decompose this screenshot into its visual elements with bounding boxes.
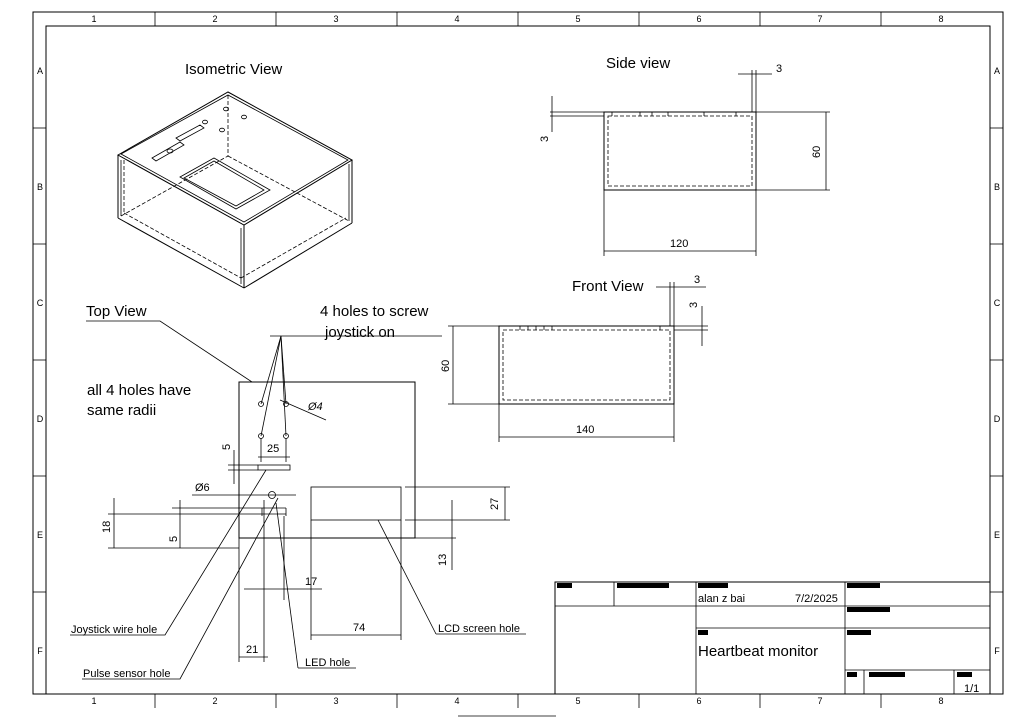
note-radii-line2: same radii bbox=[87, 402, 156, 419]
titleblock-date: 7/2/2025 bbox=[795, 593, 838, 605]
front-dim-60: 60 bbox=[440, 360, 452, 372]
grid-col-7: 7 bbox=[817, 696, 822, 706]
side-dim-120: 120 bbox=[670, 238, 688, 250]
note-radii-line1: all 4 holes have bbox=[87, 382, 191, 399]
callout-leaders bbox=[70, 469, 526, 680]
grid-ticks bbox=[33, 12, 1003, 717]
grid-col-4: 4 bbox=[454, 696, 459, 706]
title-block bbox=[554, 581, 991, 695]
grid-col-3: 3 bbox=[333, 14, 338, 24]
grid-col-3: 3 bbox=[333, 696, 338, 706]
grid-row-d: D bbox=[37, 414, 44, 424]
grid-col-8: 8 bbox=[938, 696, 943, 706]
grid-row-labels-right: A B C D E F bbox=[994, 66, 1001, 656]
front-view-title: Front View bbox=[572, 278, 644, 295]
side-dim-3-top: 3 bbox=[776, 63, 782, 75]
top-view: Ø4 25 5 Ø6 18 5 27 bbox=[86, 320, 510, 662]
grid-col-1: 1 bbox=[91, 696, 96, 706]
top-dim-5-pulse: 5 bbox=[168, 536, 180, 542]
note-screw-line2: joystick on bbox=[324, 324, 395, 341]
grid-row-f: F bbox=[994, 646, 1000, 656]
isometric-view-title: Isometric View bbox=[185, 61, 282, 78]
front-dim-140: 140 bbox=[576, 424, 594, 436]
top-dim-5-slot: 5 bbox=[221, 444, 233, 450]
grid-col-8: 8 bbox=[938, 14, 943, 24]
sheet-frame bbox=[32, 11, 1004, 695]
grid-col-4: 4 bbox=[454, 14, 459, 24]
front-dim-3-top: 3 bbox=[694, 274, 700, 286]
grid-col-2: 2 bbox=[212, 696, 217, 706]
side-view: 3 3 60 120 bbox=[539, 63, 830, 256]
grid-col-2: 2 bbox=[212, 14, 217, 24]
grid-row-e: E bbox=[37, 530, 43, 540]
top-dim-dia6: Ø6 bbox=[195, 482, 210, 494]
label-led-hole: LED hole bbox=[305, 657, 350, 669]
grid-row-a: A bbox=[994, 66, 1000, 76]
top-dim-25: 25 bbox=[267, 443, 279, 455]
grid-row-d: D bbox=[994, 414, 1001, 424]
top-dim-13: 13 bbox=[437, 554, 449, 566]
grid-col-1: 1 bbox=[91, 14, 96, 24]
label-joystick-wire-hole: Joystick wire hole bbox=[71, 624, 157, 636]
grid-col-7: 7 bbox=[817, 14, 822, 24]
side-dim-60: 60 bbox=[811, 146, 823, 158]
grid-column-labels-bottom: 1 2 3 4 5 6 7 8 bbox=[91, 696, 943, 706]
titleblock-title: Heartbeat monitor bbox=[698, 643, 818, 660]
front-dim-3-right: 3 bbox=[688, 302, 700, 308]
grid-col-6: 6 bbox=[696, 696, 701, 706]
top-view-title: Top View bbox=[86, 303, 147, 320]
grid-column-labels-top: 1 2 3 4 5 6 7 8 bbox=[91, 14, 943, 24]
grid-row-b: B bbox=[994, 182, 1000, 192]
side-dim-3-left: 3 bbox=[539, 136, 551, 142]
grid-col-5: 5 bbox=[575, 14, 580, 24]
top-dim-27: 27 bbox=[489, 498, 501, 510]
titleblock-author: alan z bai bbox=[698, 593, 745, 605]
grid-row-b: B bbox=[37, 182, 43, 192]
top-dim-dia4: Ø4 bbox=[307, 401, 323, 413]
note-screw-line1: 4 holes to screw bbox=[320, 303, 429, 320]
side-view-title: Side view bbox=[606, 55, 670, 72]
label-lcd-screen-hole: LCD screen hole bbox=[438, 623, 520, 635]
grid-row-c: C bbox=[37, 298, 44, 308]
top-dim-18: 18 bbox=[101, 521, 113, 533]
grid-row-f: F bbox=[37, 646, 43, 656]
top-dim-21: 21 bbox=[246, 644, 258, 656]
label-pulse-sensor-hole: Pulse sensor hole bbox=[83, 668, 170, 680]
grid-col-5: 5 bbox=[575, 696, 580, 706]
titleblock-sheet: 1/1 bbox=[964, 683, 979, 695]
front-view: 3 3 60 140 bbox=[440, 274, 708, 442]
grid-col-6: 6 bbox=[696, 14, 701, 24]
grid-row-c: C bbox=[994, 298, 1001, 308]
grid-row-labels-left: A B C D E F bbox=[37, 66, 44, 656]
grid-row-e: E bbox=[994, 530, 1000, 540]
isometric-view bbox=[116, 91, 354, 289]
top-dim-74: 74 bbox=[353, 622, 365, 634]
grid-row-a: A bbox=[37, 66, 43, 76]
